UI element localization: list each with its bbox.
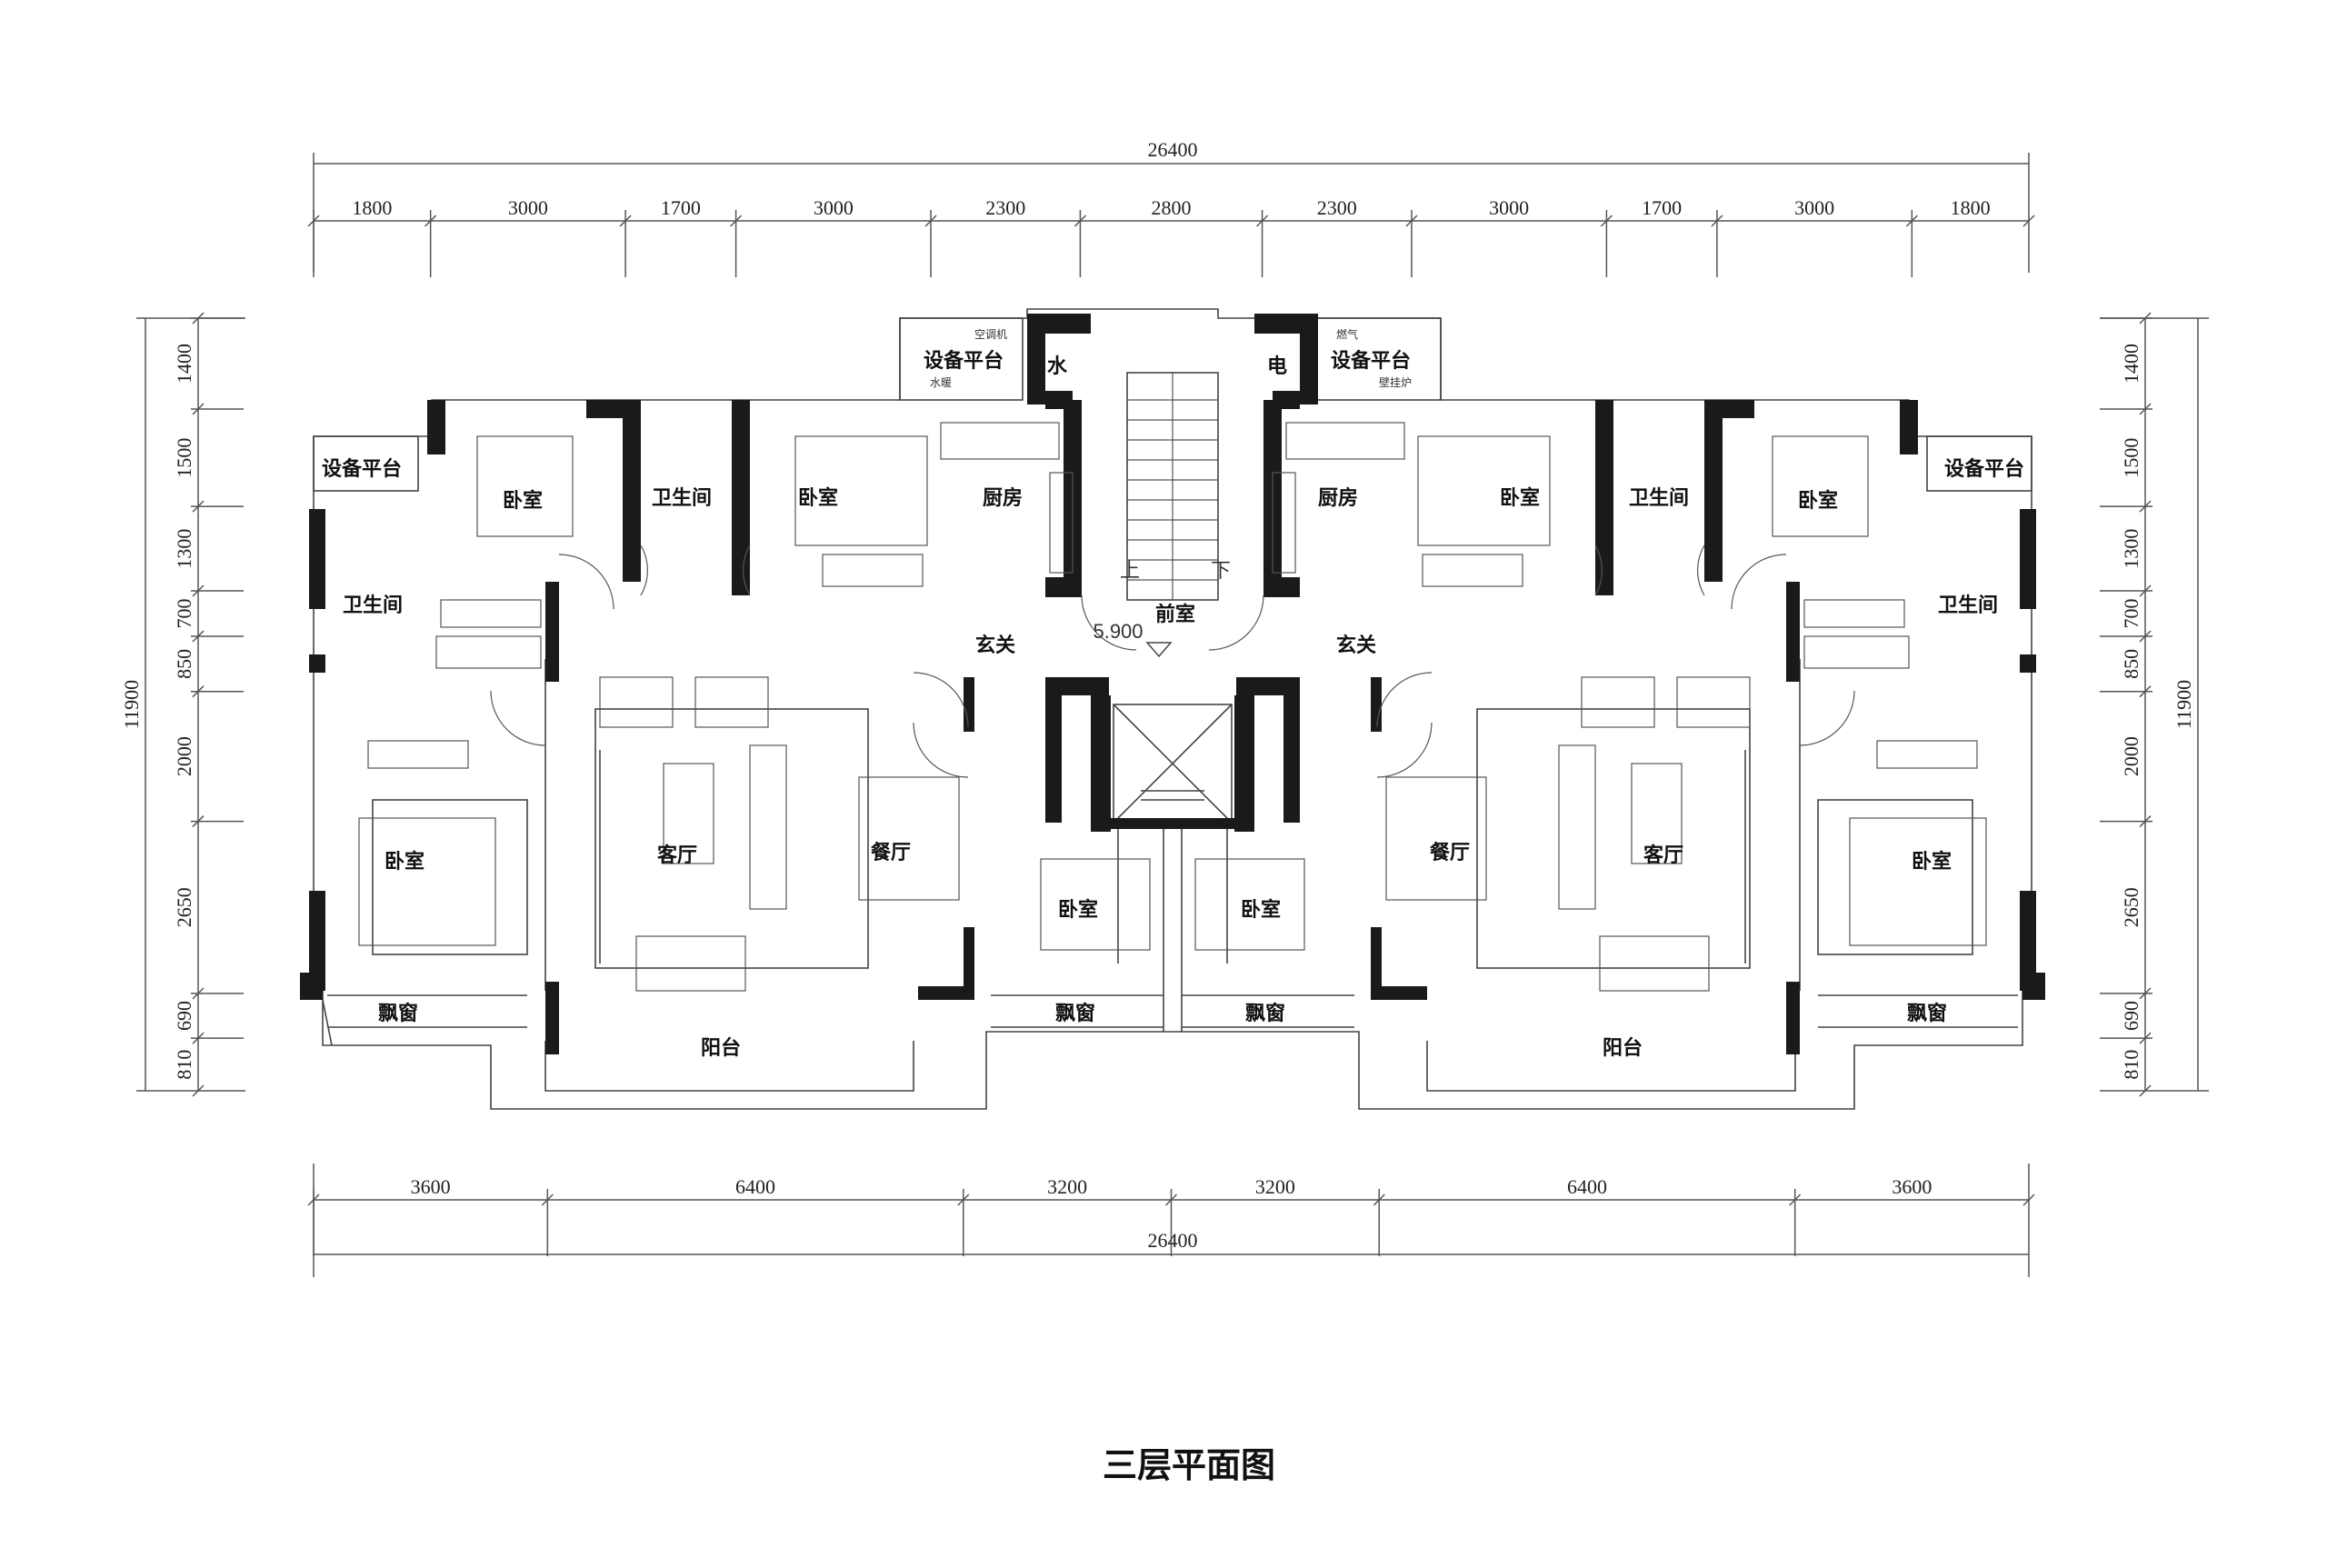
- side-segment-label: 2000: [173, 736, 195, 776]
- top-segments-label: 2300: [1317, 196, 1357, 219]
- room-living-room: 客厅: [657, 844, 697, 867]
- side-segment-label: 700: [173, 599, 195, 629]
- left-total-dimension: 11900: [120, 680, 143, 729]
- room-bay-window: 飘窗: [1245, 1002, 1285, 1025]
- gas-label: 燃气: [1336, 327, 1358, 341]
- bottom-segments-label: 3600: [411, 1175, 451, 1198]
- side-segment-label: 2000: [2120, 736, 2142, 776]
- room-bedroom: 卧室: [1912, 850, 1952, 874]
- room-equipment-platform: 设备平台: [1331, 349, 1411, 373]
- room-bedroom: 卧室: [385, 850, 424, 874]
- room-bedroom: 卧室: [1500, 486, 1540, 510]
- top-segments-label: 1800: [352, 196, 392, 219]
- room-bedroom: 卧室: [798, 486, 838, 510]
- room-living-room: 客厅: [1643, 844, 1683, 867]
- top-segments-label: 2800: [1152, 196, 1192, 219]
- dimension-lines: [136, 153, 2209, 1277]
- room-labels: 设备平台 设备平台 设备平台 设备平台 水 电 卧室 卧室 卧室 卧室 卧室 卧…: [322, 327, 2024, 1060]
- elevation-mark: 5.900: [1093, 620, 1143, 643]
- side-segment-label: 1300: [173, 529, 195, 569]
- furniture: [358, 422, 1987, 992]
- room-equipment-platform: 设备平台: [924, 349, 1004, 373]
- room-bathroom: 卫生间: [652, 487, 712, 510]
- room-bay-window: 飘窗: [1055, 1002, 1095, 1025]
- side-segment-label: 1400: [2120, 344, 2142, 384]
- top-segments-label: 2300: [985, 196, 1025, 219]
- room-electric: 电: [1267, 355, 1287, 378]
- stairs-up-label: 上: [1120, 559, 1140, 582]
- room-bedroom: 卧室: [503, 489, 543, 513]
- top-segments-label: 3000: [814, 196, 854, 219]
- side-segment-label: 690: [2120, 1001, 2142, 1031]
- room-bay-window: 飘窗: [378, 1002, 418, 1025]
- top-segments-label: 1700: [1642, 196, 1682, 219]
- room-foyer: 玄关: [975, 634, 1015, 657]
- room-bedroom: 卧室: [1798, 489, 1838, 513]
- room-dining-room: 餐厅: [1430, 842, 1470, 864]
- bottom-segments-label: 3200: [1255, 1175, 1295, 1198]
- room-equipment-platform: 设备平台: [1944, 457, 2024, 481]
- elevation-triangle-icon: [1145, 642, 1173, 658]
- side-segment-label: 810: [173, 1050, 195, 1080]
- room-balcony: 阳台: [701, 1036, 741, 1060]
- side-segment-label: 850: [2120, 649, 2142, 679]
- top-segments-label: 1700: [661, 196, 701, 219]
- room-kitchen: 厨房: [1318, 486, 1358, 510]
- room-foyer: 玄关: [1336, 634, 1376, 657]
- right-total-dimension: 11900: [2172, 680, 2195, 729]
- side-segment-label: 850: [173, 649, 195, 679]
- top-total-dimension: 26400: [1148, 138, 1198, 161]
- room-equipment-platform: 设备平台: [322, 457, 402, 481]
- top-segments-label: 3000: [1489, 196, 1529, 219]
- side-segment-label: 1500: [2120, 438, 2142, 478]
- top-segments-label: 1800: [1951, 196, 1991, 219]
- room-bathroom: 卫生间: [1629, 487, 1689, 510]
- drawing-title: 三层平面图: [1103, 1445, 1275, 1485]
- room-kitchen: 厨房: [983, 486, 1023, 510]
- room-front-room: 前室: [1155, 603, 1195, 626]
- room-bedroom: 卧室: [1241, 898, 1281, 922]
- doors: [490, 544, 1855, 778]
- bottom-segments-label: 3600: [1892, 1175, 1932, 1198]
- side-segment-label: 1500: [173, 438, 195, 478]
- room-balcony: 阳台: [1603, 1036, 1643, 1060]
- bottom-segments-label: 6400: [1567, 1175, 1607, 1198]
- top-segments-label: 3000: [1794, 196, 1834, 219]
- side-segment-label: 690: [173, 1001, 195, 1031]
- bottom-segments-label: 6400: [735, 1175, 775, 1198]
- room-bathroom: 卫生间: [343, 594, 403, 617]
- side-segment-label: 810: [2120, 1050, 2142, 1080]
- side-segment-label: 700: [2120, 599, 2142, 629]
- room-bathroom: 卫生间: [1938, 594, 1998, 617]
- water-heater-label: 水暖: [930, 376, 952, 389]
- top-segments-label: 3000: [508, 196, 548, 219]
- room-dining-room: 餐厅: [871, 842, 911, 864]
- room-bedroom: 卧室: [1058, 898, 1098, 922]
- side-segment-label: 2650: [173, 887, 195, 927]
- bottom-segments-label: 3200: [1047, 1175, 1087, 1198]
- side-segment-label: 1300: [2120, 529, 2142, 569]
- boiler-label: 壁挂炉: [1379, 375, 1412, 389]
- room-bay-window: 飘窗: [1907, 1002, 1947, 1025]
- stairs-down-label: 下: [1211, 559, 1231, 582]
- bottom-total-dimension: 26400: [1148, 1229, 1198, 1252]
- side-segment-label: 1400: [173, 344, 195, 384]
- room-water: 水: [1047, 355, 1068, 378]
- side-segment-label: 2650: [2120, 887, 2142, 927]
- ac-unit-label: 空调机: [974, 328, 1007, 341]
